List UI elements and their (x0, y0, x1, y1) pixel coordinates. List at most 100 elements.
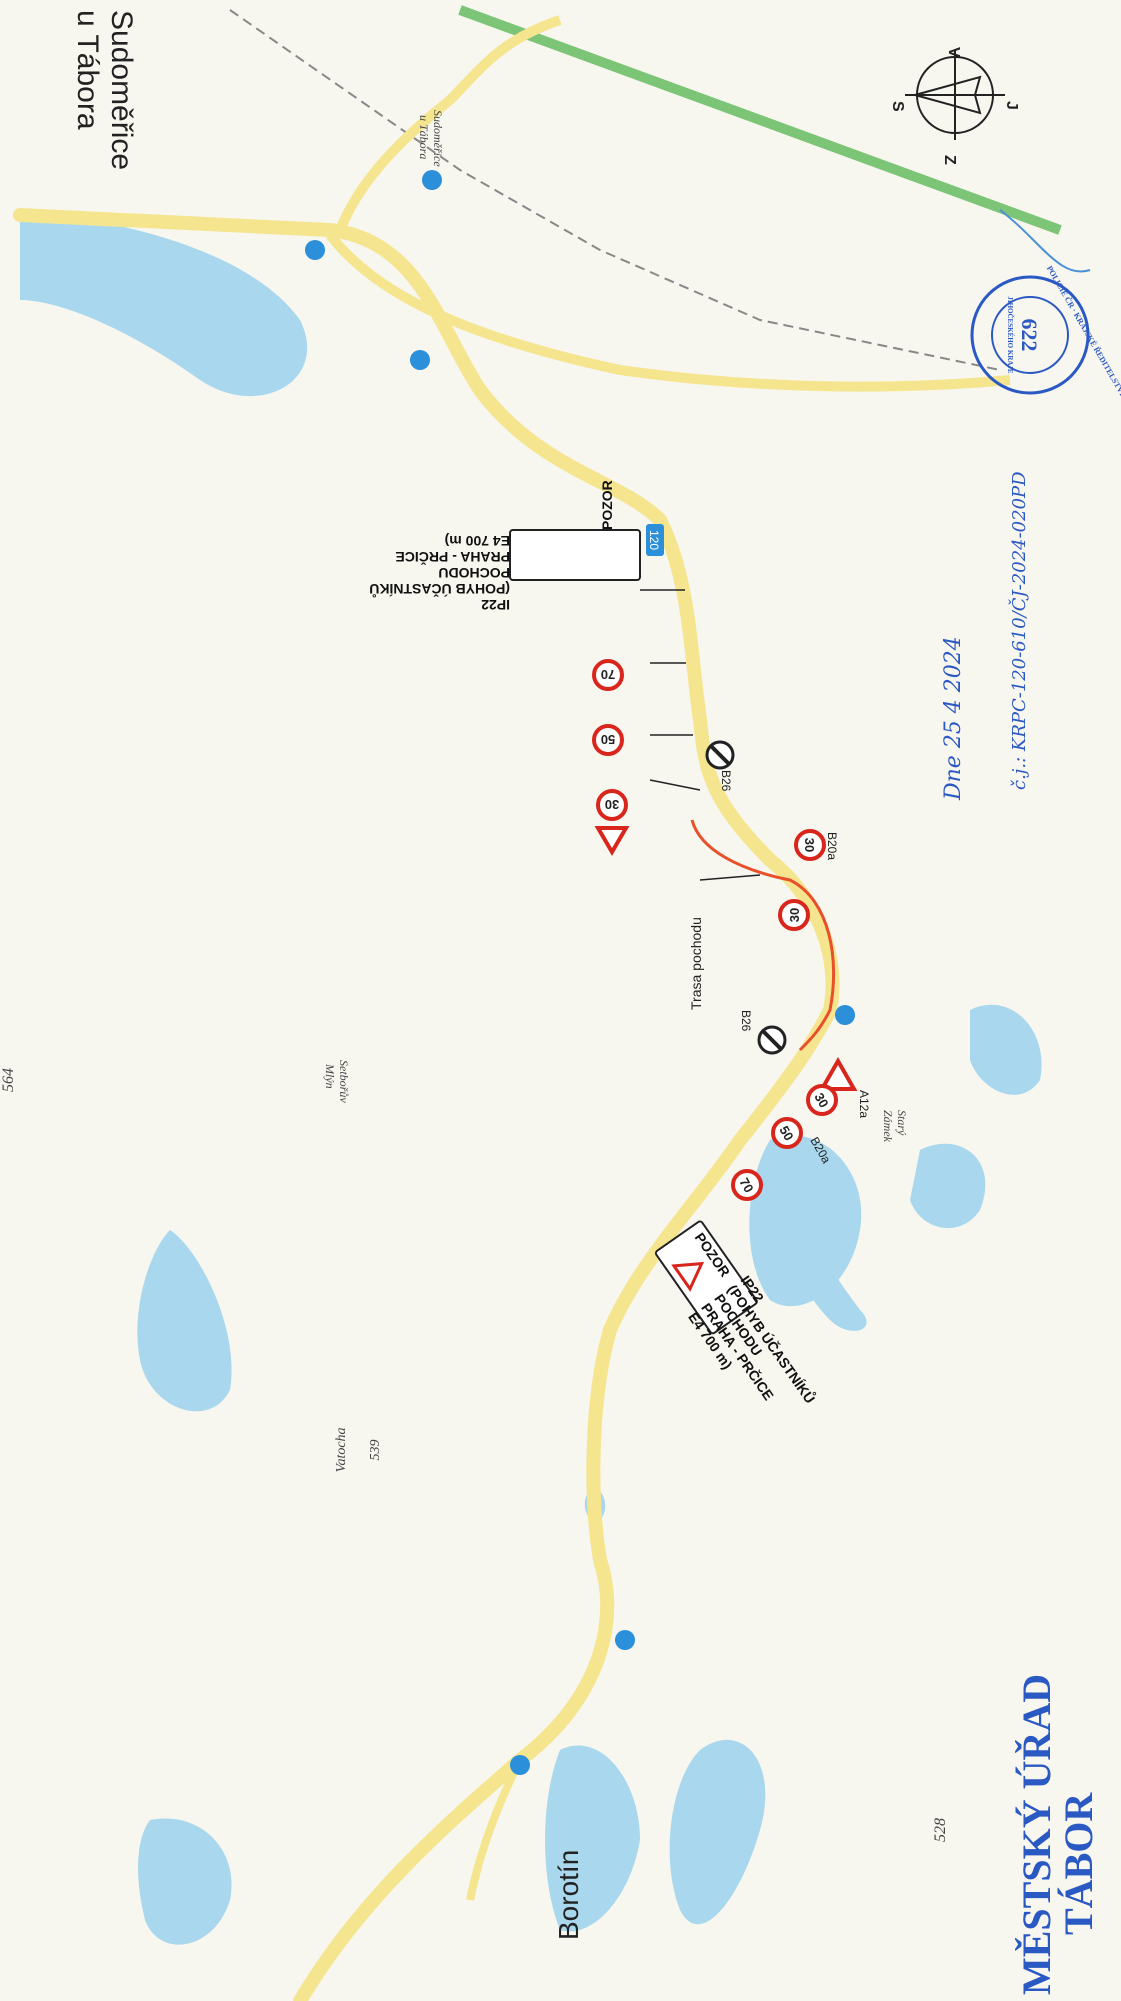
label-stary-zamek: Starý Zámek (881, 1110, 909, 1143)
svg-text:JIHOČESKÉHO KRAJE: JIHOČESKÉHO KRAJE (1006, 296, 1014, 374)
svg-text:(POHYB ÚČASTNÍKŮ: (POHYB ÚČASTNÍKŮ (369, 581, 510, 599)
svg-text:POCHODU: POCHODU (438, 565, 510, 581)
svg-text:Starý: Starý (895, 1110, 909, 1136)
pond-bottom-left (138, 1818, 232, 1945)
svg-text:TÁBOR: TÁBOR (1056, 1792, 1101, 1935)
road-borotin (466, 1758, 524, 1901)
svg-text:B26: B26 (739, 1010, 753, 1032)
svg-text:30: 30 (605, 797, 619, 812)
svg-text:539: 539 (368, 1440, 383, 1461)
svg-text:V: V (945, 47, 962, 58)
police-stamp: 622 JIHOČESKÉHO KRAJE POLICIE ČR · KRAJS… (970, 264, 1121, 510)
sign-a12a-south (818, 1056, 858, 1091)
pond-right-1 (749, 1135, 862, 1307)
road-branch-east (326, 231, 1011, 392)
svg-text:u Tábora: u Tábora (71, 10, 104, 130)
sign-speed-30-south: 30 (806, 1084, 838, 1116)
label-borotin: Borotín (553, 1850, 584, 1940)
svg-text:B26: B26 (719, 770, 733, 792)
svg-text:30: 30 (787, 908, 802, 922)
label-setboruv-mlyn: Setbořův Mlýn (323, 1060, 351, 1103)
svg-text:Zámek: Zámek (881, 1110, 895, 1143)
sign-speed-30-north: 30 (596, 789, 628, 821)
bus-stop-icon[interactable] (410, 350, 430, 370)
svg-text:POZOR: POZOR (599, 480, 615, 530)
bus-stops (305, 170, 855, 1775)
route-leader-line (699, 874, 761, 881)
svg-text:S: S (889, 101, 906, 112)
handwritten-reference: č.j.: KRPC-120-610/ČJ-2024-020PD (1007, 471, 1030, 790)
svg-text:622: 622 (1017, 319, 1042, 352)
svg-text:Sudoměřice: Sudoměřice (431, 110, 445, 167)
bus-stop-icon[interactable] (305, 240, 325, 260)
info-box-south: POZOR (654, 1220, 758, 1335)
svg-text:Mlýn: Mlýn (323, 1063, 337, 1089)
bus-stop-icon[interactable] (835, 1005, 855, 1025)
road-number-shield: 120 (646, 524, 664, 556)
march-route (690, 819, 836, 1052)
highway-line (458, 5, 1062, 235)
sign-a12a-south-label: A12a (857, 1090, 871, 1118)
stream (999, 209, 1091, 273)
sign-speed-30-mid-lower: 30 (778, 899, 810, 931)
road-number: 120 (647, 530, 661, 550)
svg-text:70: 70 (736, 1175, 756, 1195)
sign-b26-north (705, 740, 735, 770)
svg-text:564: 564 (0, 1068, 17, 1092)
pond-reservoir (760, 1180, 867, 1331)
bus-stop-icon[interactable] (615, 1630, 635, 1650)
svg-text:30: 30 (802, 838, 817, 852)
water-bodies (20, 210, 1042, 1945)
route-label: Trasa pochodu (688, 917, 704, 1010)
svg-text:IP22: IP22 (481, 597, 510, 613)
sign-speed-70-north: 70 (592, 659, 624, 691)
pond-top-left (20, 210, 308, 397)
svg-text:u Tábora: u Tábora (417, 115, 431, 159)
sign-b20a-mid-label: B20a (825, 832, 839, 860)
sign-speed-50-north: 50 (592, 724, 624, 756)
label-vatocha: Vatocha 539 (334, 1427, 383, 1472)
road-branch-sudomerice (335, 15, 562, 232)
compass-rose: S Z V J (889, 47, 1020, 165)
pond-right-2 (910, 1143, 986, 1229)
svg-text:č.j.: KRPC-120-610/ČJ-2024-020: č.j.: KRPC-120-610/ČJ-2024-020PD (1007, 471, 1030, 790)
svg-text:Dne 25 4 2024: Dne 25 4 2024 (941, 636, 966, 801)
svg-text:E4 700 m): E4 700 m) (445, 533, 510, 549)
svg-text:50: 50 (776, 1123, 796, 1143)
sign-speed-50-south: 50 (771, 1117, 803, 1149)
sign-b26-south-label: B26 (739, 1010, 753, 1032)
svg-text:PRAHA - PRČICE: PRAHA - PRČICE (395, 549, 510, 566)
pond-mid (137, 1230, 232, 1412)
svg-text:528: 528 (932, 1818, 949, 1842)
info-box-north-header: POZOR (599, 480, 615, 530)
label-height-528: 528 (932, 1818, 949, 1842)
label-sudomerice-big: Sudoměřice u Tábora (71, 10, 138, 170)
railway-line (229, 9, 1001, 371)
main-road (13, 208, 840, 2001)
svg-text:50: 50 (601, 732, 615, 747)
office-stamp: MĚSTSKÝ ÚŘAD TÁBOR (1014, 1674, 1101, 1995)
svg-text:Setbořův: Setbořův (337, 1060, 351, 1103)
svg-text:Sudoměřice: Sudoměřice (105, 10, 138, 170)
svg-text:Borotín: Borotín (553, 1850, 584, 1940)
label-height-564: 564 (0, 1068, 17, 1092)
info-box-north-text: IP22 (POHYB ÚČASTNÍKŮ POCHODU PRAHA - PR… (369, 533, 510, 613)
bus-stop-icon[interactable] (510, 1755, 530, 1775)
sign-speed-30-mid-upper: 30 (794, 829, 826, 861)
svg-text:B20a: B20a (825, 832, 839, 860)
handwritten-date: Dne 25 4 2024 (941, 636, 966, 801)
svg-text:70: 70 (601, 667, 615, 682)
pond-bottom-right (545, 1745, 640, 1932)
pond-far-right (970, 1004, 1042, 1095)
bus-stop-icon[interactable] (422, 170, 442, 190)
svg-text:30: 30 (811, 1090, 831, 1110)
svg-text:A12a: A12a (857, 1090, 871, 1118)
svg-text:Z: Z (941, 155, 958, 165)
sign-cluster-north (640, 589, 701, 791)
info-box-north (509, 529, 641, 581)
pond-lower (669, 1739, 766, 1925)
label-sudomerice-small: Sudoměřice u Tábora (417, 110, 445, 167)
svg-text:MĚSTSKÝ ÚŘAD: MĚSTSKÝ ÚŘAD (1014, 1674, 1059, 1995)
svg-text:Trasa pochodu: Trasa pochodu (688, 917, 704, 1010)
